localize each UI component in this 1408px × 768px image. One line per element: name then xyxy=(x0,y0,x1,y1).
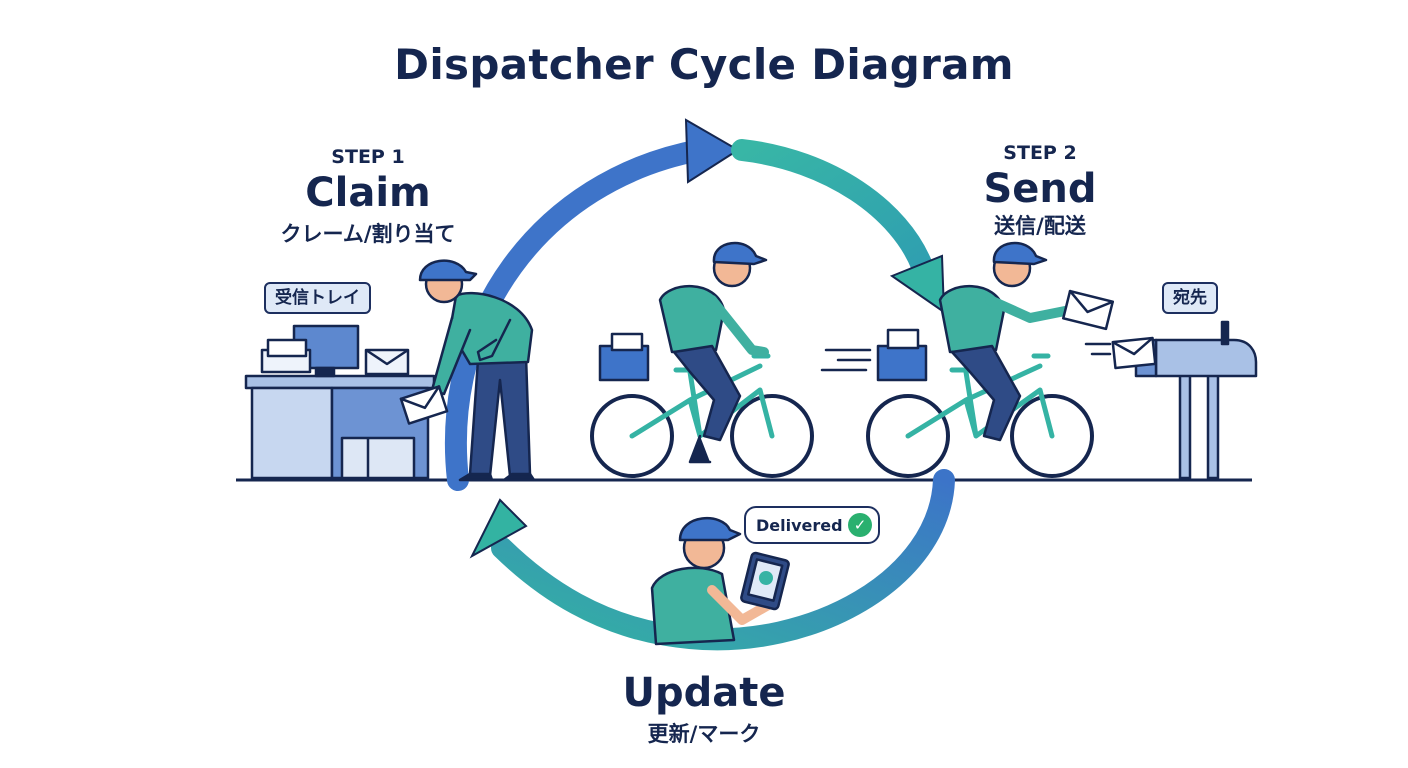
check-icon: ✓ xyxy=(848,513,872,537)
cyclist-send-illustration xyxy=(820,241,1114,478)
mailbox-illustration xyxy=(1111,320,1258,480)
worker-claim-illustration xyxy=(399,259,536,482)
desk-illustration xyxy=(244,324,436,480)
cyclist-center-illustration xyxy=(590,241,814,478)
delivered-status-label: Delivered xyxy=(756,516,843,535)
arrow-head-right xyxy=(889,254,946,314)
diagram-title: Dispatcher Cycle Diagram xyxy=(394,40,1014,89)
arrow-head-bottom-left xyxy=(469,498,528,559)
step-send-jp: 送信/配送 xyxy=(994,214,1086,238)
inbox-tag: 受信トレイ xyxy=(264,282,371,314)
destination-tag: 宛先 xyxy=(1162,282,1218,314)
step-update-jp: 更新/マーク xyxy=(647,722,761,746)
arrow-claim-to-send xyxy=(444,139,711,491)
worker-update-illustration xyxy=(650,517,790,646)
step-2-label: STEP 2 xyxy=(1003,142,1077,164)
arrow-head-top xyxy=(684,118,740,184)
delivered-status-bubble: Delivered ✓ xyxy=(744,506,880,544)
arrow-send-to-update xyxy=(731,139,933,277)
step-update-name: Update xyxy=(622,670,786,716)
step-1-label: STEP 1 xyxy=(331,146,405,168)
step-claim-name: Claim xyxy=(305,170,431,216)
step-claim-jp: クレーム/割り当て xyxy=(280,222,456,246)
step-send-name: Send xyxy=(983,166,1097,212)
cycle-arrows xyxy=(444,118,955,651)
